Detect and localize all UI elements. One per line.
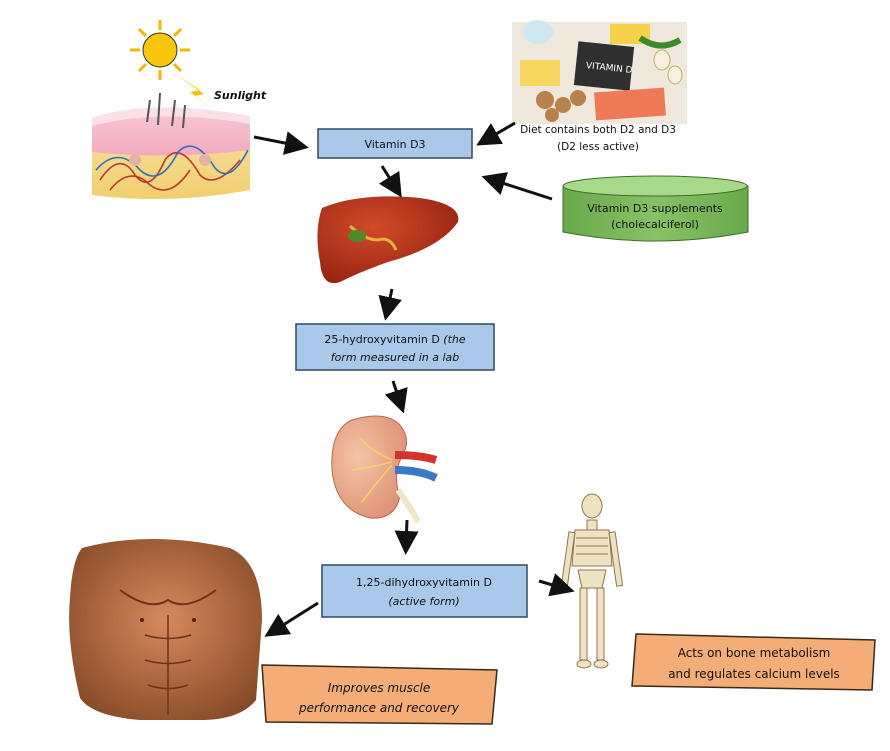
arrow-d3-to-liver	[378, 165, 402, 198]
sun-icon	[130, 20, 215, 110]
bone-outcome-box: Acts on bone metabolism and regulates ca…	[631, 633, 876, 691]
supplements-label-line2: (cholecalciferol)	[611, 218, 699, 231]
arrow-skin-to-d3	[253, 131, 309, 155]
supplements-cylinder: Vitamin D3 supplements (cholecalciferol)	[562, 175, 749, 242]
dihydroxyvitamin-label-line2: (active form)	[388, 595, 459, 608]
sunlight-label: Sunlight	[214, 89, 267, 102]
hydroxyvitamin-label-line1: 25-hydroxyvitamin D (the	[324, 333, 466, 346]
dihydroxyvitamin-label-line1: 1,25-dihydroxyvitamin D	[356, 576, 492, 589]
muscle-outcome-line2: performance and recovery	[298, 701, 460, 715]
muscle-outcome-line1: Improves muscle	[328, 681, 431, 695]
arrow-125d-to-muscle	[264, 601, 319, 637]
bone-outcome-line2: and regulates calcium levels	[668, 667, 840, 681]
arrow-supplements-to-d3	[481, 172, 553, 201]
muscle-outcome-box: Improves muscle performance and recovery	[261, 664, 498, 725]
vitamin-d3-label: Vitamin D3	[364, 138, 425, 151]
supplements-label-line1: Vitamin D3 supplements	[587, 202, 723, 215]
dihydroxyvitamin-box: 1,25-dihydroxyvitamin D (active form)	[321, 564, 528, 618]
hydroxyvitamin-label-line2: form measured in a lab	[331, 351, 460, 364]
diet-label-line2: (D2 less active)	[557, 141, 639, 153]
arrow-125d-to-skeleton	[538, 573, 575, 597]
hydroxyvitamin-box: 25-hydroxyvitamin D (the form measured i…	[295, 323, 495, 371]
vitamin-d3-box: Vitamin D3	[317, 128, 473, 159]
arrow-liver-to-25d	[378, 288, 402, 321]
food-photo-icon: VITAMIN D	[512, 20, 687, 124]
liver-icon	[317, 196, 459, 284]
skeleton-icon	[560, 493, 624, 669]
arrow-25d-to-kidney	[384, 380, 408, 414]
arrow-kidney-to-125d	[394, 519, 419, 555]
muscle-torso-icon	[69, 539, 262, 720]
skin-cross-section-icon	[92, 92, 250, 199]
hydroxyvitamin-label-line1-normal: 25-hydroxyvitamin D	[324, 333, 443, 346]
diet-label-line1: Diet contains both D2 and D3	[520, 124, 676, 136]
food-board-label: VITAMIN D	[585, 61, 633, 76]
kidney-icon	[331, 415, 438, 524]
arrow-diet-to-d3	[476, 121, 516, 146]
bone-outcome-line1: Acts on bone metabolism	[678, 646, 831, 660]
hydroxyvitamin-label-line1-italic: (the	[443, 333, 466, 346]
